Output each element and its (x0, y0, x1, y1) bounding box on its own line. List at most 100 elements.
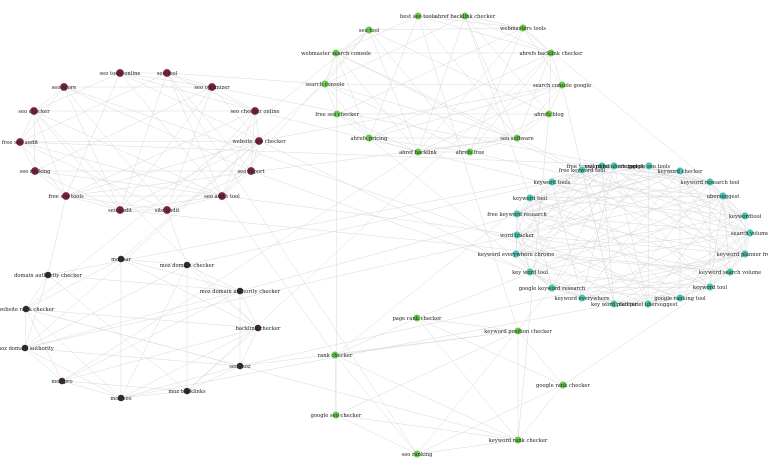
graph-node[interactable]: free keyword research (487, 209, 547, 219)
node-label: seo ranking (20, 169, 52, 175)
graph-node[interactable]: word tracker (500, 230, 535, 240)
graph-node[interactable]: ahref backlink checker (435, 11, 496, 21)
graph-node[interactable]: key word tool (512, 267, 548, 277)
graph-node[interactable]: moz pro (51, 377, 73, 385)
node-marker (117, 255, 125, 263)
graph-node[interactable]: keyword research tool (681, 177, 740, 187)
graph-node[interactable]: rank checker (318, 350, 353, 360)
graph-node[interactable]: moz domain checker (160, 261, 215, 269)
graph-node[interactable]: keyword everywhere chrome (478, 249, 555, 259)
graph-node[interactable]: ubersuggest (707, 191, 741, 201)
graph-node[interactable]: google seo tools (628, 161, 671, 171)
graph-node[interactable]: seo tool (157, 68, 178, 78)
edge (709, 232, 751, 288)
graph-node[interactable]: ahrefs backlink checker (519, 48, 583, 58)
graph-node[interactable]: best seo tools (400, 11, 436, 21)
edge (581, 253, 746, 299)
edge (464, 15, 552, 54)
graph-node[interactable]: search volume (731, 228, 768, 238)
graph-node[interactable]: keywordtool (729, 211, 762, 221)
edge (416, 384, 564, 455)
graph-node[interactable]: free seo tools (48, 191, 84, 201)
graph-node[interactable]: page rank checker (392, 313, 442, 323)
graph-node[interactable]: keyword search volume (699, 267, 761, 277)
graph-node[interactable]: seo score (52, 82, 77, 92)
edge (33, 110, 223, 197)
graph-node[interactable]: neil patel ubersuggest (585, 161, 645, 171)
graph-node[interactable]: moz domain authority checker (200, 287, 281, 295)
graph-node[interactable]: seo ranking (20, 166, 52, 176)
graph-node[interactable]: seo checker (18, 106, 50, 116)
graph-node[interactable]: site audit (155, 205, 181, 215)
node-marker (115, 68, 125, 78)
graph-node[interactable]: search console google (533, 80, 591, 90)
node-label: google seo checker (311, 413, 362, 419)
graph-node[interactable]: keyword tool (693, 282, 727, 292)
graph-node[interactable]: keyword tools (534, 177, 571, 187)
graph-node[interactable]: keyword rank checker (489, 435, 548, 445)
graph-node[interactable]: seo tool (359, 25, 380, 35)
graph-node[interactable]: seo optimizer (194, 82, 230, 92)
edge (19, 110, 35, 143)
graph-node[interactable]: key word planner (591, 299, 638, 309)
graph-node[interactable]: seo report (237, 166, 265, 176)
graph-node[interactable]: google ranking tool (654, 293, 706, 303)
graph-node[interactable]: keyword planner free (717, 249, 768, 259)
graph-node[interactable]: domain authority checker (14, 271, 82, 279)
graph-node[interactable]: google keyword research (519, 283, 586, 293)
edge (516, 234, 583, 299)
graph-node[interactable]: keyword checker (657, 166, 703, 176)
graph-node[interactable]: website seo checker (232, 136, 286, 146)
graph-node[interactable]: website rank checker (0, 305, 55, 313)
graph-node[interactable]: free seo checker (315, 109, 359, 119)
graph-node[interactable]: google rank checker (536, 380, 590, 390)
node-label: moz domain authority checker (200, 289, 281, 295)
graph-node[interactable]: ahref backlink (399, 147, 438, 157)
graph-node[interactable]: backlink checker (236, 324, 281, 332)
graph-node[interactable]: moz seo (110, 394, 132, 402)
graph-node[interactable]: seo software (500, 133, 534, 143)
node-label: keywordtool (729, 214, 762, 220)
edge (61, 380, 122, 399)
node-marker (162, 205, 172, 215)
node-marker (740, 211, 750, 221)
graph-node[interactable]: keyword everywhere (554, 293, 610, 303)
graph-node[interactable]: free keyword research tool (566, 161, 638, 171)
graph-node[interactable]: free seo audit (2, 137, 39, 147)
graph-node[interactable]: ahrefs free (456, 147, 485, 157)
edge (324, 83, 338, 115)
graph-node[interactable]: seo audit (108, 205, 133, 215)
graph-node[interactable]: webmaster search console (301, 48, 371, 58)
edge (65, 110, 256, 197)
graph-node[interactable]: mozbar (111, 255, 131, 263)
node-marker (609, 299, 619, 309)
graph-node[interactable]: moz backlinks (168, 387, 206, 395)
node-label: seo software (500, 136, 533, 142)
graph-node[interactable]: seo checker online (230, 106, 280, 116)
graph-node[interactable]: neil patel ubersuggest (619, 299, 679, 309)
graph-node[interactable]: moz domain authority (0, 344, 54, 352)
graph-node[interactable]: seo moz (229, 362, 251, 370)
edge (166, 110, 256, 211)
node-marker (413, 147, 423, 157)
edge (529, 197, 746, 217)
graph-node[interactable]: keyword tool (513, 193, 547, 203)
graph-node[interactable]: free keyword tool (559, 165, 606, 175)
edge (324, 83, 370, 139)
graph-node[interactable]: seo audit tool (204, 191, 240, 201)
graph-node[interactable]: seo tools online (100, 68, 141, 78)
edge (722, 195, 731, 273)
graph-node[interactable]: google seo checker (311, 410, 362, 420)
node-marker (740, 249, 750, 259)
graph-node[interactable]: ahrefs pricing (351, 133, 389, 143)
edge (120, 258, 188, 266)
edge (120, 327, 259, 399)
graph-node[interactable]: keyword position checker (484, 326, 552, 336)
edge (250, 140, 260, 172)
graph-node[interactable]: search console (305, 79, 345, 89)
edge (368, 29, 471, 153)
edge (221, 140, 260, 197)
graph-node[interactable]: seo ranking (402, 449, 434, 459)
graph-node[interactable]: webmasters tools (500, 23, 546, 33)
graph-node[interactable]: ahrefs blog (534, 109, 564, 119)
